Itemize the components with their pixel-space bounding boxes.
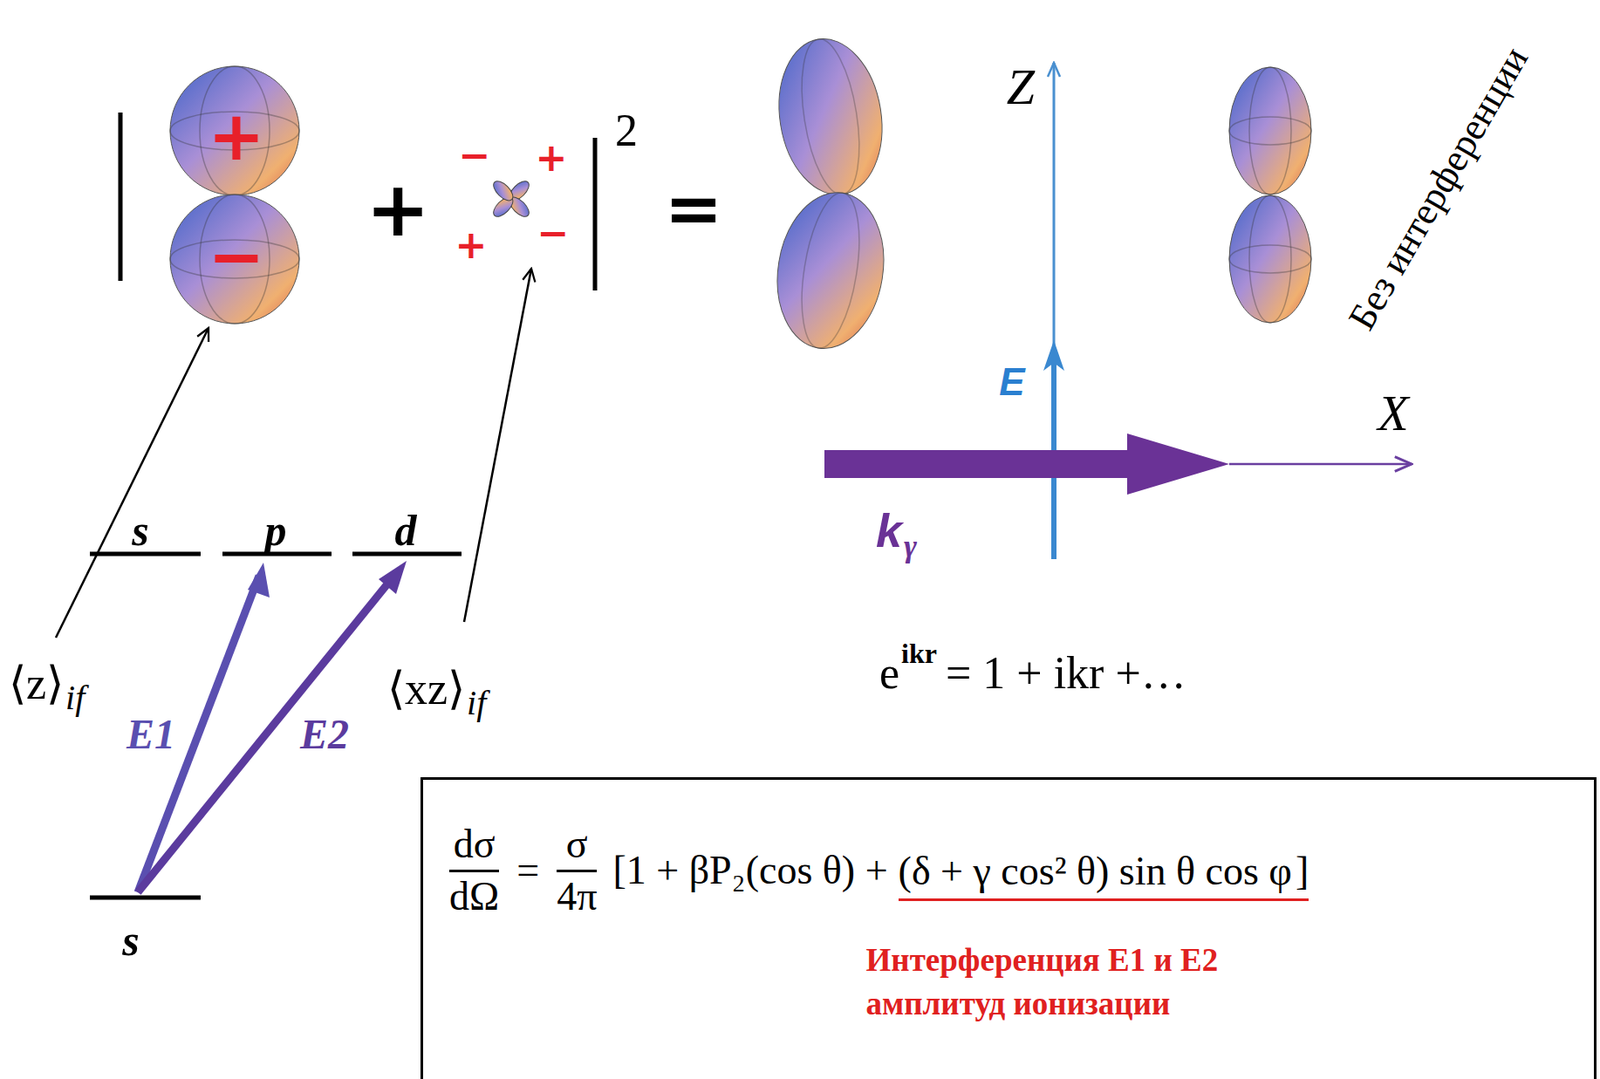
expansion: ikr [901,639,937,668]
sign: − [537,213,570,253]
level-label: p [265,508,288,553]
sign: + [207,102,265,171]
interference-lobes [766,31,896,356]
formula-text: 4π [556,874,597,921]
abs-bar [593,137,598,291]
exponent: 2 [615,108,638,154]
formula-text: dΩ [449,874,500,921]
expansion: e [879,650,900,697]
field-label: E [998,362,1025,402]
matrix-element: ⟨xz⟩ [387,666,465,712]
formula-text: ] [1295,848,1309,896]
abs-bar [118,112,124,281]
matrix-element: if [466,685,486,721]
leader-line [55,328,209,638]
wavevector-label: γ [903,530,917,562]
sign: + [455,225,488,265]
z-axis [1052,62,1056,560]
e-field-head [1043,340,1065,371]
x-axis [1229,463,1412,466]
p-orbital-no-interference [1229,67,1312,323]
level-label: d [395,508,418,553]
photon-arrow [824,433,1230,495]
label-group: eikr= 1 + ikr +… [879,650,1187,697]
level-label: s [122,918,139,963]
transition-label: E1 [126,713,176,756]
formula-text: [1 + βP₂(cos θ) + [612,847,888,895]
fraction: dσ dΩ [449,821,500,921]
leader-line [464,268,532,623]
energy-levels [89,553,462,898]
formula-text: dσ [453,821,496,869]
operator: = [663,174,723,245]
p-orbital [170,66,300,324]
note: Без интерференции [1342,41,1536,336]
e1-head [247,562,270,598]
sign: + [535,138,568,178]
axis-label: Z [1006,61,1035,113]
formula-text: = [516,847,540,895]
d-orbital [490,177,533,220]
axis-label: X [1377,388,1409,439]
fraction: σ 4π [556,821,597,921]
formula-text: σ [566,821,589,869]
e2-transition [137,572,397,893]
transition-label: E2 [300,713,349,756]
wavevector-label: k [875,506,903,554]
fraction-bar [449,869,500,873]
level-label: s [131,508,149,553]
label-group: kγ [875,506,917,554]
operator: + [365,170,431,248]
formula-box: dσ dΩ = σ 4π [1 + βP₂(cos θ) +(δ + γ cos² θ) … [420,777,1597,1079]
matrix-element: ⟨z⟩ [8,661,64,707]
note: Интерференция E1 и E2 амплитуд ионизации [866,938,1286,1026]
fraction-bar [556,869,597,873]
sign: − [207,222,265,291]
formula-text: (δ + γ cos² θ) sin θ cos φ [898,848,1293,896]
matrix-element: if [65,680,85,716]
label-group: ⟨z⟩if [8,661,85,707]
expansion: = 1 + ikr +… [945,650,1187,697]
label-group: ⟨xz⟩if [387,666,486,712]
formula-row: dσ dΩ = σ 4π [1 + βP₂(cos θ) +(δ + γ cos² θ) … [440,821,1309,921]
underlined-part: (δ + γ cos² θ) sin θ cos φ] [898,848,1310,902]
sign: − [458,136,492,175]
e2-head [378,560,407,595]
